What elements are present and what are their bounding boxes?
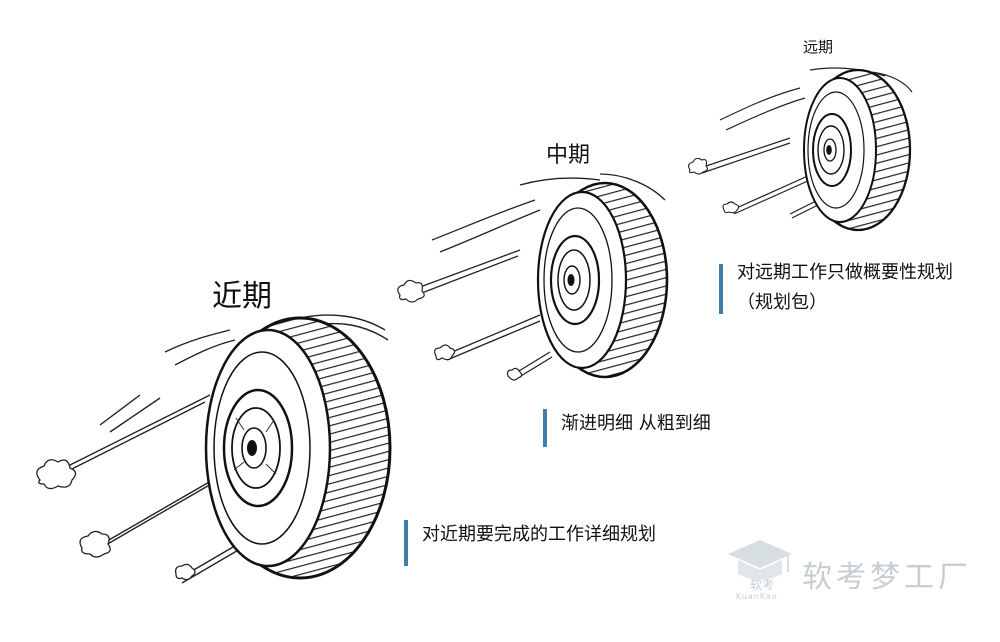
- accent-bar: [719, 264, 723, 314]
- mid-term-label: 中期: [546, 143, 591, 168]
- far-term-note-text: 对远期工作只做概要性规划（规划包）: [737, 262, 953, 313]
- near-term-label: 近期: [212, 279, 272, 314]
- mid-speed-lines: [411, 173, 666, 380]
- accent-bar: [404, 520, 408, 566]
- near-wheel: [36, 314, 392, 584]
- watermark: 软考 KuanKao 软考梦工厂: [722, 534, 992, 606]
- mid-term-note: 渐进明细 从粗到细: [543, 409, 711, 447]
- near-term-note: 对近期要完成的工作详细规划: [404, 520, 656, 566]
- far-dust: [688, 157, 740, 214]
- mid-wheel: [397, 173, 669, 381]
- near-term-note-text: 对近期要完成的工作详细规划: [422, 524, 656, 545]
- watermark-logo-text: 软考: [750, 578, 775, 592]
- watermark-logo-subtext: KuanKao: [736, 592, 778, 601]
- far-speed-lines: [699, 67, 913, 219]
- mid-term-note-text: 渐进明细 从粗到细: [561, 413, 711, 434]
- far-wheel: [688, 67, 913, 232]
- near-dust: [36, 459, 196, 581]
- accent-bar: [543, 409, 547, 447]
- graduation-cap-logo-icon: [728, 540, 792, 580]
- mid-dust: [397, 279, 523, 381]
- far-term-note: 对远期工作只做概要性规划（规划包）: [719, 258, 969, 318]
- watermark-brand-text: 软考梦工厂: [802, 560, 972, 595]
- far-term-label: 远期: [803, 38, 834, 56]
